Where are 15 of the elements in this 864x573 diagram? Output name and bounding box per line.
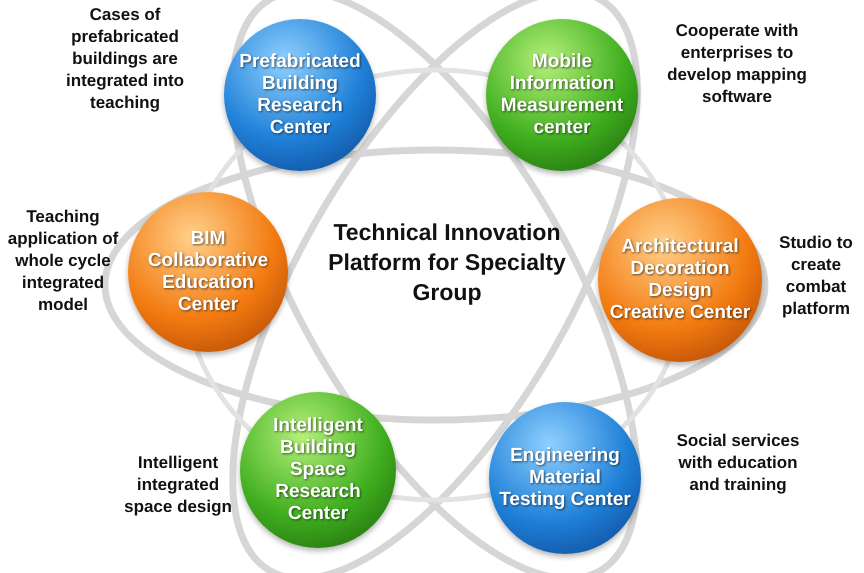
center-heading: Technical Innovation Platform for Specialty Group [327, 218, 567, 307]
sphere-node [240, 392, 396, 548]
description-text: Intelligent integrated space design [123, 452, 233, 518]
node-label: BIM Collaborative Education Center [146, 228, 270, 316]
description-text: Studio to create combat platform [778, 232, 854, 320]
description-text: Cases of prefabricated buildings are integrated into teaching [64, 4, 186, 114]
description-text: Teaching application of whole cycle integrated model [6, 206, 120, 316]
description-text: Social services with education and training [676, 430, 800, 496]
node-label: Intelligent Building Space Research Center [272, 415, 364, 525]
node-label: Mobile Information Measurement center [500, 51, 624, 139]
node-label: Engineering Material Testing Center [498, 445, 632, 511]
node-label: Architectural Decoration Design Creative Center [608, 236, 752, 324]
description-text: Cooperate with enterprises to develop mapping software [666, 20, 808, 108]
sphere-node [489, 402, 641, 554]
node-label: Prefabricated Building Research Center [238, 51, 362, 139]
